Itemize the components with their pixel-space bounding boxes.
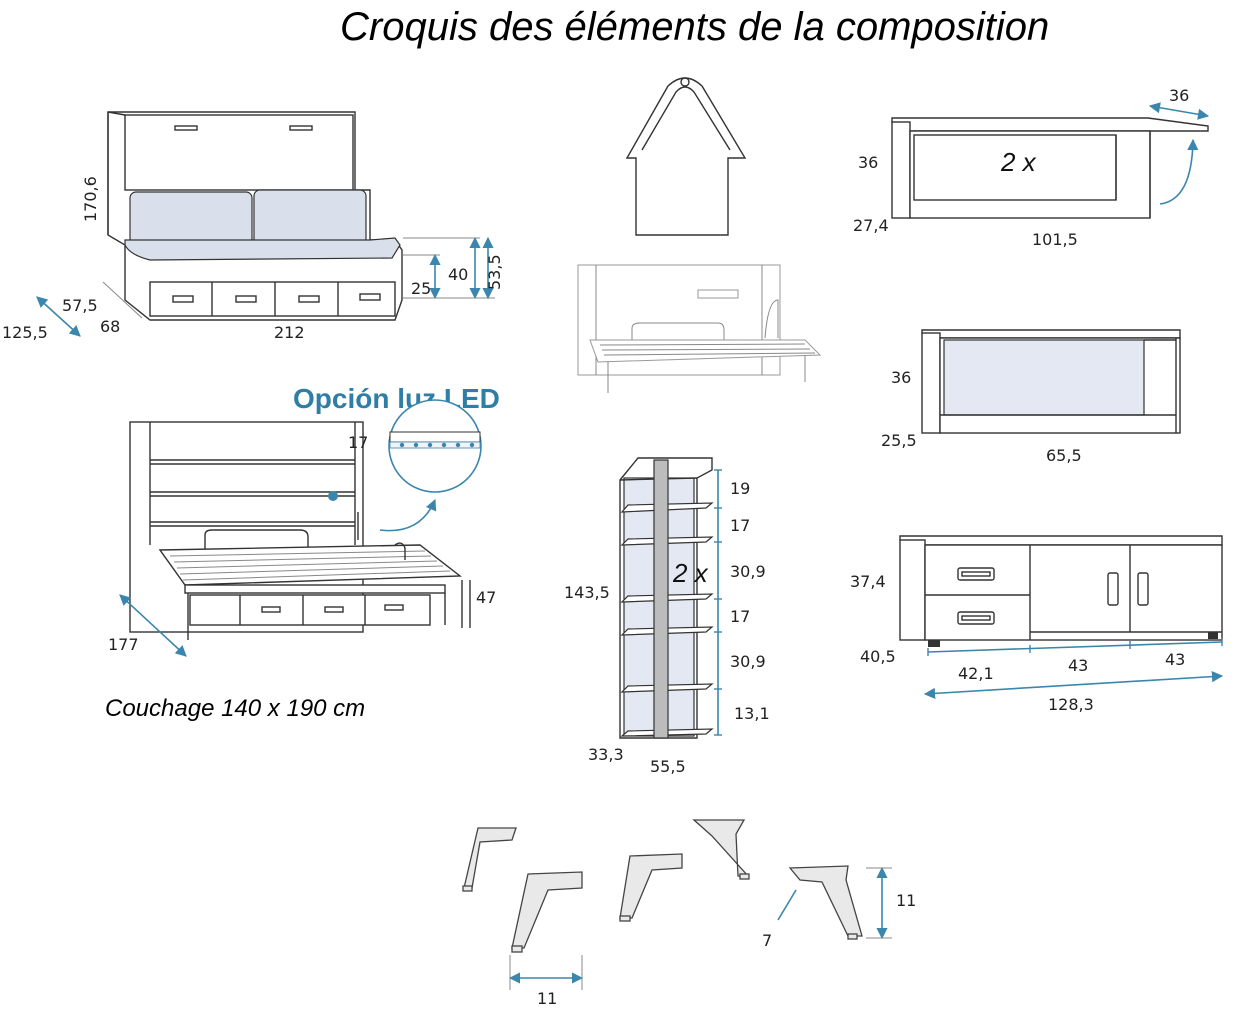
dim-shelf-medium-depth: 25,5 xyxy=(881,431,917,450)
dim-bookcase-width: 55,5 xyxy=(650,757,686,776)
legs-dimensions: 11 11 7 xyxy=(508,866,916,1008)
dim-shelf-medium-height: 36 xyxy=(891,368,911,387)
dim-shelf-large-depth-left: 27,4 xyxy=(853,216,889,235)
dim-shelf-gap: 17 xyxy=(348,433,368,452)
shelf-large-multiplier: 2 x xyxy=(1000,147,1037,177)
dim-tv-height: 37,4 xyxy=(850,572,886,591)
shelf-large-dimensions: 36 36 27,4 101,5 xyxy=(853,86,1210,249)
dim-tv-w1: 42,1 xyxy=(958,664,994,683)
dim-tv-w2: 43 xyxy=(1068,656,1088,675)
dim-tv-total: 128,3 xyxy=(1048,695,1094,714)
tv-unit xyxy=(899,535,1223,647)
leg-2 xyxy=(511,871,583,953)
dim-sofa-depth-mid: 57,5 xyxy=(62,296,98,315)
dim-bookcase-gap-3: 30,9 xyxy=(730,562,766,581)
dim-bed-height: 47 xyxy=(476,588,496,607)
dim-bookcase-height: 143,5 xyxy=(564,583,610,602)
dim-shelf-medium-width: 65,5 xyxy=(1046,446,1082,465)
dim-shelf-large-height: 36 xyxy=(858,153,878,172)
sofa-bed-dimensions: 170,6 212 125,5 57,5 68 25 40 53,5 xyxy=(2,176,504,342)
dim-bed-depth: 177 xyxy=(108,635,139,654)
dim-sofa-drawer-h: 25 xyxy=(411,279,431,298)
leg-1 xyxy=(462,827,517,892)
led-option-label: Opción luz LED xyxy=(293,383,500,414)
dim-sofa-width: 212 xyxy=(274,323,305,342)
bookcase-multiplier: 2 x xyxy=(672,558,709,588)
leg-4 xyxy=(692,819,750,880)
page-title: Croquis des éléments de la composition xyxy=(340,5,1049,49)
tv-unit-dimensions: 37,4 40,5 42,1 43 43 128,3 xyxy=(850,572,1224,714)
bookcase-dimensions: 19 17 30,9 17 30,9 13,1 143,5 33,3 55,5 xyxy=(564,469,770,776)
dim-shelf-large-width: 101,5 xyxy=(1032,230,1078,249)
dim-sofa-depth-outer: 125,5 xyxy=(2,323,48,342)
bookcase: 2 x xyxy=(619,457,714,739)
dim-bookcase-depth: 33,3 xyxy=(588,745,624,764)
dim-sofa-seat-h: 40 xyxy=(448,265,468,284)
folding-bed-side xyxy=(577,264,822,393)
dim-bookcase-gap-2: 17 xyxy=(730,516,750,535)
leg-3 xyxy=(619,853,683,922)
dim-sofa-height: 170,6 xyxy=(81,176,100,222)
furniture-legs xyxy=(462,819,863,953)
dim-leg-offset: 7 xyxy=(762,931,772,950)
dim-leg-width: 11 xyxy=(537,989,557,1008)
dim-bookcase-gap-6: 13,1 xyxy=(734,704,770,723)
headboard-panel xyxy=(625,77,747,236)
dim-leg-height: 11 xyxy=(896,891,916,910)
dim-tv-depth: 40,5 xyxy=(860,647,896,666)
sofa-bed-closed xyxy=(107,111,403,321)
dim-sofa-arm-h: 53,5 xyxy=(485,254,504,290)
dim-bookcase-gap-1: 19 xyxy=(730,479,750,498)
dim-shelf-large-depth-top: 36 xyxy=(1169,86,1189,105)
led-option-callout: Opción luz LED xyxy=(293,383,500,532)
dim-bookcase-gap-5: 30,9 xyxy=(730,652,766,671)
dim-tv-w3: 43 xyxy=(1165,650,1185,669)
shelf-unit-large: 2 x xyxy=(891,117,1209,219)
shelf-medium-dimensions: 36 25,5 65,5 xyxy=(881,368,1082,465)
shelf-unit-medium xyxy=(921,329,1181,434)
leg-5 xyxy=(788,865,863,940)
open-bed-dimensions: 17 177 47 xyxy=(108,433,496,657)
dim-bookcase-gap-4: 17 xyxy=(730,607,750,626)
bed-size-caption: Couchage 140 x 190 cm xyxy=(105,695,365,722)
dim-sofa-depth-inner: 68 xyxy=(100,317,120,336)
